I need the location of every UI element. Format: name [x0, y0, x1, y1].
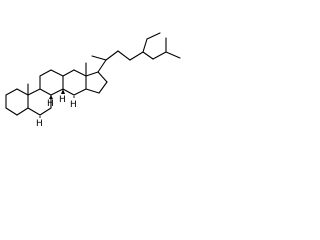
atom-label-h-c9: H — [47, 99, 54, 109]
ring-c — [39, 69, 64, 96]
stereo-hash-bonds — [39, 96, 75, 118]
side-chain — [91, 32, 181, 73]
ring-e-cyclopentane — [85, 71, 108, 94]
ring-a — [5, 88, 29, 116]
atom-label-h-c14: H — [70, 100, 77, 110]
atom-label-h-c8: H — [59, 95, 66, 105]
stereo-wedge-bonds — [49, 89, 65, 99]
atom-label-h-c5: H — [36, 119, 43, 129]
angular-methyl-groups — [27, 62, 87, 96]
steroid-structure-diagram: H H H H — [5, 32, 181, 129]
ring-d — [62, 69, 87, 96]
